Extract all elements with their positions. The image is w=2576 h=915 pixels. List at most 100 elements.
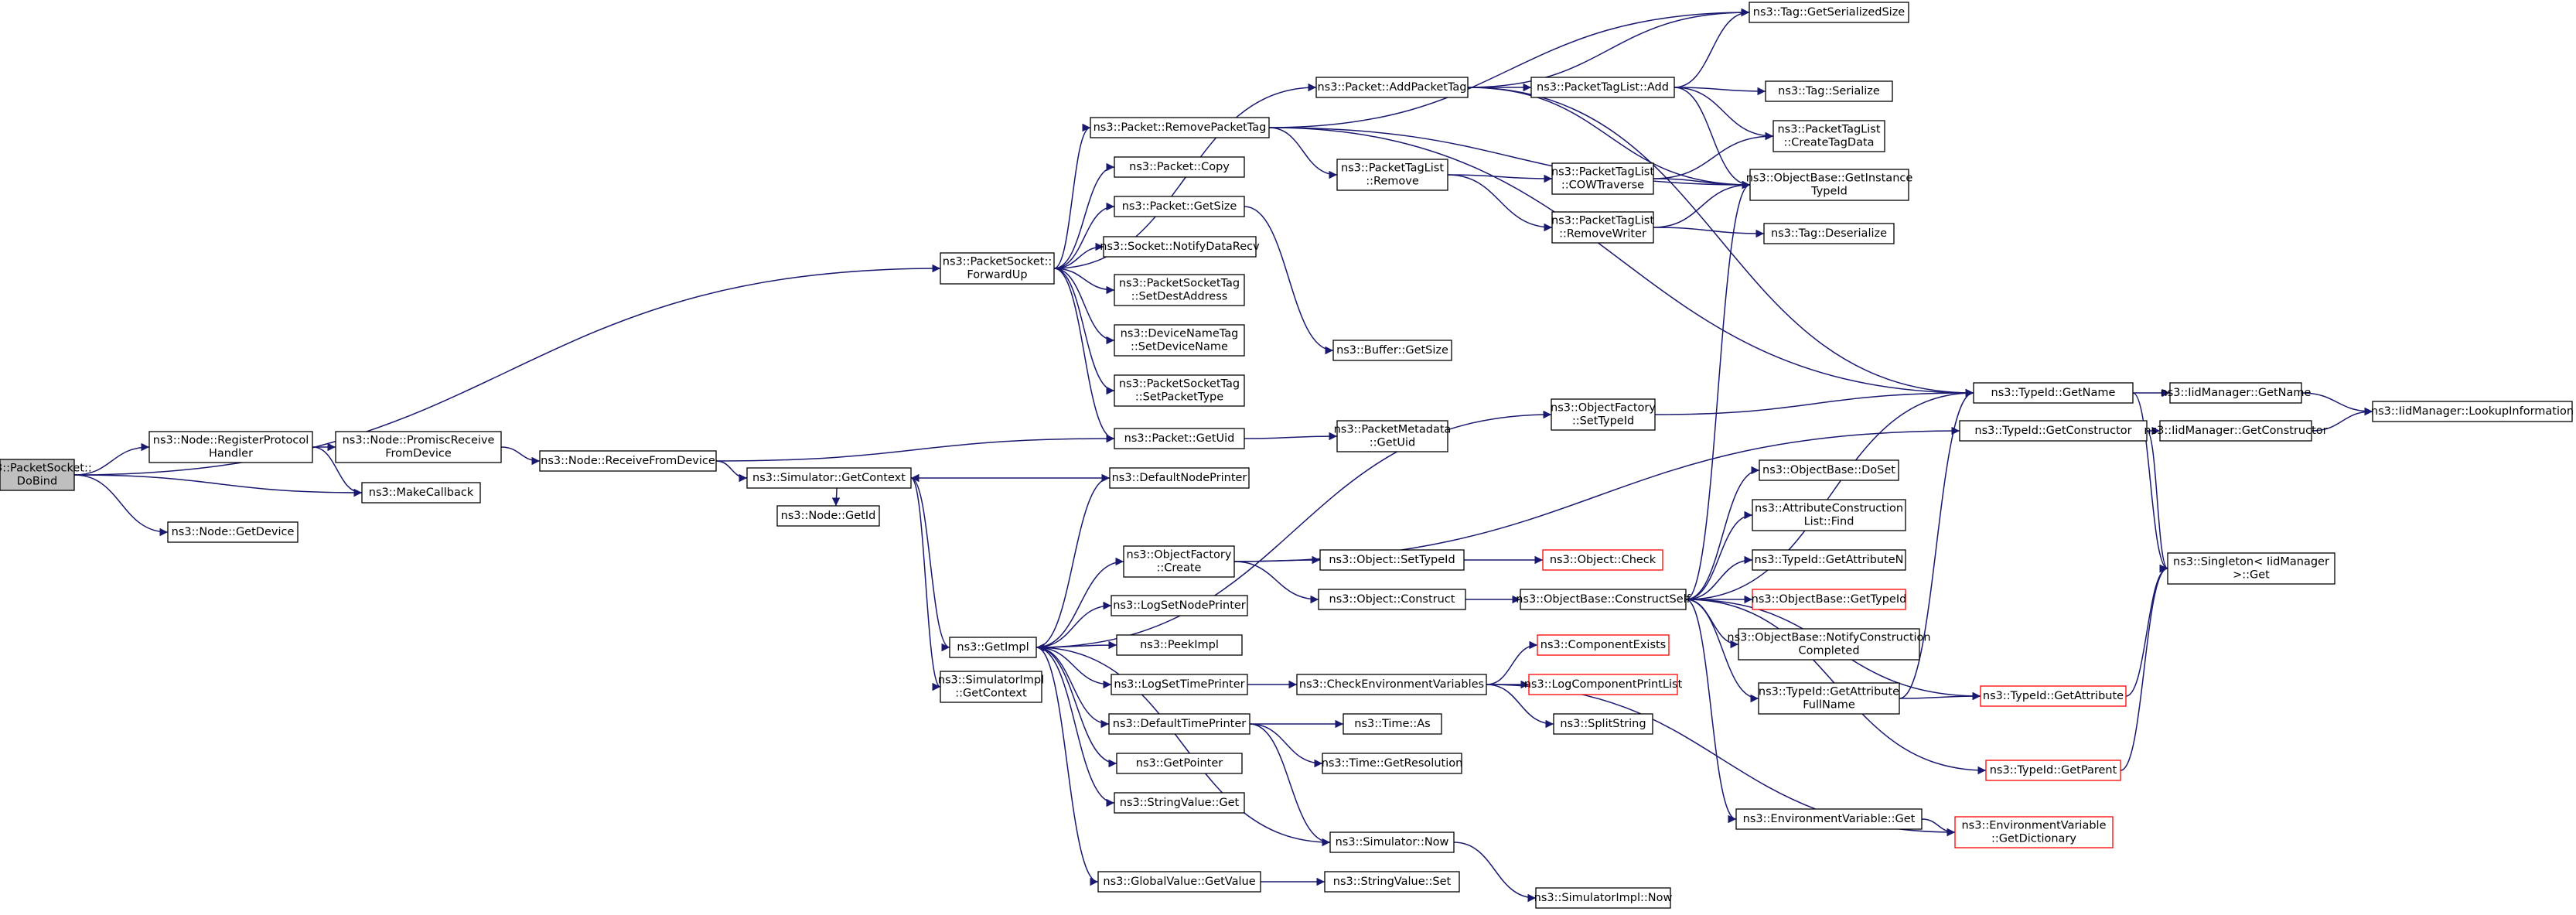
edge-ns3-packettaglist-remove-to-ns3-packettaglist-removewriter: [1447, 174, 1553, 232]
node-box: [746, 467, 912, 489]
node-ns3-typeid-getattribute[interactable]: ns3::TypeId::GetAttribute: [1980, 685, 2127, 707]
edge-ns3-getimpl-to-ns3-logsettimeprinter: [1036, 647, 1112, 689]
node-ns3-node-getid[interactable]: ns3::Node::GetId: [776, 505, 880, 527]
node-ns3-objectbase-notifyconstructioncompleted[interactable]: ns3::ObjectBase::NotifyConstructionCompl…: [1727, 628, 1931, 661]
edge-ns3-getimpl-to-ns3-objectfactory-create: [1036, 557, 1124, 648]
node-ns3-packetsockettag-setpackettype[interactable]: ns3::PacketSocketTag::SetPacketType: [1114, 374, 1245, 407]
node-label: ::Create: [1157, 562, 1202, 575]
node-ns3-logcomponentprintlist[interactable]: ns3::LogComponentPrintList: [1524, 674, 1683, 695]
node-ns3-logsetnodeprinter[interactable]: ns3::LogSetNodePrinter: [1111, 595, 1248, 616]
node-ns3-peekimpl[interactable]: ns3::PeekImpl: [1116, 634, 1243, 656]
edge-ns3-objectbase-constructself-to-ns3-objectbase-doset: [1685, 466, 1760, 600]
node-ns3-node-getdevice[interactable]: ns3::Node::GetDevice: [167, 521, 299, 543]
node-ns3-typeid-getattributen[interactable]: ns3::TypeId::GetAttributeN: [1752, 549, 1906, 571]
node-ns3-simulatorimpl-now[interactable]: ns3::SimulatorImpl::Now: [1534, 887, 1673, 909]
node-label: ::SetDeviceName: [1131, 341, 1228, 353]
node-box: [1749, 169, 1909, 201]
edge-ns3-objectbase-constructself-to-ns3-typeid-getattributen: [1685, 555, 1753, 600]
edge-ns3-checkenvironmentvariables-to-ns3-componentexists: [1486, 640, 1538, 685]
node-ns3-environmentvariable-get[interactable]: ns3::EnvironmentVariable::Get: [1735, 808, 1923, 830]
edge-ns3-packettaglist-removewriter-to-ns3-tag-deserialize: [1653, 227, 1765, 238]
edge-ns3-iidmanager-getname-to-ns3-iidmanager-lookupinformation: [2301, 392, 2373, 416]
node-ns3-packetmetadata-getuid[interactable]: ns3::PacketMetadata::GetUid: [1334, 420, 1452, 452]
node-ns3-makecallback[interactable]: ns3::MakeCallback: [361, 482, 481, 504]
node-ns3-typeid-getconstructor[interactable]: ns3::TypeId::GetConstructor: [1959, 420, 2148, 442]
node-ns3-objectbase-doset[interactable]: ns3::ObjectBase::DoSet: [1759, 459, 1899, 481]
node-label: ns3::PacketSocketTag: [1119, 378, 1240, 391]
node-ns3-objectbase-gettypeid[interactable]: ns3::ObjectBase::GetTypeId: [1752, 589, 1907, 610]
node-ns3-buffer-getsize[interactable]: ns3::Buffer::GetSize: [1332, 340, 1452, 361]
edge-ns3-getimpl-to-ns3-globalvalue-getvalue: [1036, 647, 1099, 886]
node-ns3-simulatorimpl-getcontext[interactable]: ns3::SimulatorImpl::GetContext: [938, 671, 1044, 703]
node-label: FromDevice: [385, 448, 452, 460]
edge-ns3-getimpl-to-ns3-stringvalue-get: [1036, 647, 1115, 807]
node-ns3-stringvalue-set[interactable]: ns3::StringValue::Set: [1324, 871, 1460, 893]
node-ns3-packet-addpackettag[interactable]: ns3::Packet::AddPacketTag: [1315, 77, 1469, 98]
node-box: [1319, 549, 1465, 571]
node-label: Completed: [1798, 645, 1859, 657]
node-label: ::Remove: [1366, 176, 1419, 188]
node-ns3-objectfactory-create[interactable]: ns3::ObjectFactory::Create: [1123, 545, 1235, 578]
node-ns3-iidmanager-lookupinformation[interactable]: ns3::IidManager::LookupInformation: [2371, 401, 2574, 422]
node-ns3-iidmanager-getname[interactable]: ns3::IidManager::GetName: [2161, 382, 2312, 404]
node-ns3-packetsockettag-setdestaddress[interactable]: ns3::PacketSocketTag::SetDestAddress: [1114, 274, 1245, 306]
node-ns3-time-as[interactable]: ns3::Time::As: [1343, 713, 1442, 735]
node-ns3-object-construct[interactable]: ns3::Object::Construct: [1318, 589, 1466, 610]
node-ns3-object-check[interactable]: ns3::Object::Check: [1542, 549, 1663, 571]
node-ns3-componentexists[interactable]: ns3::ComponentExists: [1537, 634, 1670, 656]
node-ns3-packet-copy[interactable]: ns3::Packet::Copy: [1114, 156, 1245, 178]
node-ns3-singleton-iidmanager-get[interactable]: ns3::Singleton< IidManager>::Get: [2167, 552, 2335, 585]
node-ns3-simulator-getcontext[interactable]: ns3::Simulator::GetContext: [746, 467, 912, 489]
node-ns3-splitstring[interactable]: ns3::SplitString: [1553, 713, 1653, 735]
node-ns3-iidmanager-getconstructor[interactable]: ns3::IidManager::GetConstructor: [2144, 420, 2328, 442]
node-ns3-typeid-getname[interactable]: ns3::TypeId::GetName: [1973, 382, 2134, 404]
node-ns3-tag-serialize[interactable]: ns3::Tag::Serialize: [1765, 80, 1893, 102]
node-ns3-object-settypeid[interactable]: ns3::Object::SetTypeId: [1319, 549, 1465, 571]
node-label: ns3::SplitString: [1560, 718, 1646, 730]
node-ns3-tag-getserializedsize[interactable]: ns3::Tag::GetSerializedSize: [1749, 2, 1909, 23]
node-ns3-getimpl[interactable]: ns3::GetImpl: [949, 637, 1037, 658]
node-ns3-packettaglist-removewriter[interactable]: ns3::PacketTagList::RemoveWriter: [1551, 211, 1654, 244]
node-ns3-simulator-now[interactable]: ns3::Simulator::Now: [1329, 831, 1455, 853]
node-ns3-packetsocket-dobind[interactable]: ns3::PacketSocket::DoBind: [0, 459, 92, 491]
edge-ns3-packetsocket-dobind-to-ns3-node-getdevice: [73, 474, 169, 537]
node-ns3-checkenvironmentvariables[interactable]: ns3::CheckEnvironmentVariables: [1296, 674, 1487, 695]
node-ns3-packet-getuid[interactable]: ns3::Packet::GetUid: [1114, 428, 1245, 449]
node-ns3-tag-deserialize[interactable]: ns3::Tag::Deserialize: [1763, 223, 1895, 244]
node-ns3-logsettimeprinter[interactable]: ns3::LogSetTimePrinter: [1111, 674, 1248, 695]
node-ns3-packettaglist-remove[interactable]: ns3::PacketTagList::Remove: [1336, 159, 1448, 191]
node-ns3-defaulttimeprinter[interactable]: ns3::DefaultTimePrinter: [1108, 713, 1250, 735]
node-ns3-node-receivefromdevice[interactable]: ns3::Node::ReceiveFromDevice: [539, 450, 717, 472]
node-ns3-packettaglist-add[interactable]: ns3::PacketTagList::Add: [1530, 77, 1675, 98]
node-ns3-environmentvariable-getdictionary[interactable]: ns3::EnvironmentVariable::GetDictionary: [1954, 816, 2114, 848]
node-ns3-packettaglist-createtagdata[interactable]: ns3::PacketTagList::CreateTagData: [1772, 120, 1885, 152]
edge-ns3-simulator-getcontext-to-ns3-node-getid: [831, 487, 841, 507]
node-label: ns3::Tag::Deserialize: [1771, 227, 1887, 240]
node-box: [1318, 589, 1466, 610]
node-label: ns3::PacketSocketTag: [1119, 278, 1240, 290]
node-ns3-packet-getsize[interactable]: ns3::Packet::GetSize: [1114, 196, 1245, 217]
node-ns3-packetsocket-forwardup[interactable]: ns3::PacketSocket::ForwardUp: [940, 252, 1055, 285]
edge-ns3-getimpl-to-ns3-getpointer: [1036, 647, 1117, 768]
node-ns3-objectbase-constructself[interactable]: ns3::ObjectBase::ConstructSelf: [1516, 589, 1691, 610]
edge-ns3-packettaglist-add-to-ns3-tag-serialize: [1674, 87, 1766, 96]
node-ns3-packet-removepackettag[interactable]: ns3::Packet::RemovePacketTag: [1090, 117, 1270, 138]
node-ns3-getpointer[interactable]: ns3::GetPointer: [1116, 753, 1243, 774]
node-ns3-packettaglist-cowtraverse[interactable]: ns3::PacketTagList::COWTraverse: [1551, 162, 1654, 195]
edge-ns3-packet-removepackettag-to-ns3-typeid-getname: [1268, 127, 1974, 398]
node-ns3-objectfactory-settypeid[interactable]: ns3::ObjectFactory::SetTypeId: [1551, 398, 1656, 431]
node-ns3-devicenametag-setdevicename[interactable]: ns3::DeviceNameTag::SetDeviceName: [1114, 324, 1245, 357]
node-ns3-time-getresolution[interactable]: ns3::Time::GetResolution: [1322, 753, 1463, 774]
node-label: ns3::PacketSocket::: [943, 256, 1052, 268]
node-ns3-stringvalue-get[interactable]: ns3::StringValue::Get: [1114, 792, 1245, 814]
node-ns3-globalvalue-getvalue[interactable]: ns3::GlobalValue::GetValue: [1097, 871, 1261, 893]
node-ns3-defaultnodeprinter[interactable]: ns3::DefaultNodePrinter: [1109, 467, 1250, 489]
node-ns3-typeid-getparent[interactable]: ns3::TypeId::GetParent: [1985, 760, 2121, 781]
node-ns3-socket-notifydatarecv[interactable]: ns3::Socket::NotifyDataRecv: [1100, 236, 1260, 258]
edge-ns3-defaulttimeprinter-to-ns3-simulator-now: [1249, 723, 1331, 847]
